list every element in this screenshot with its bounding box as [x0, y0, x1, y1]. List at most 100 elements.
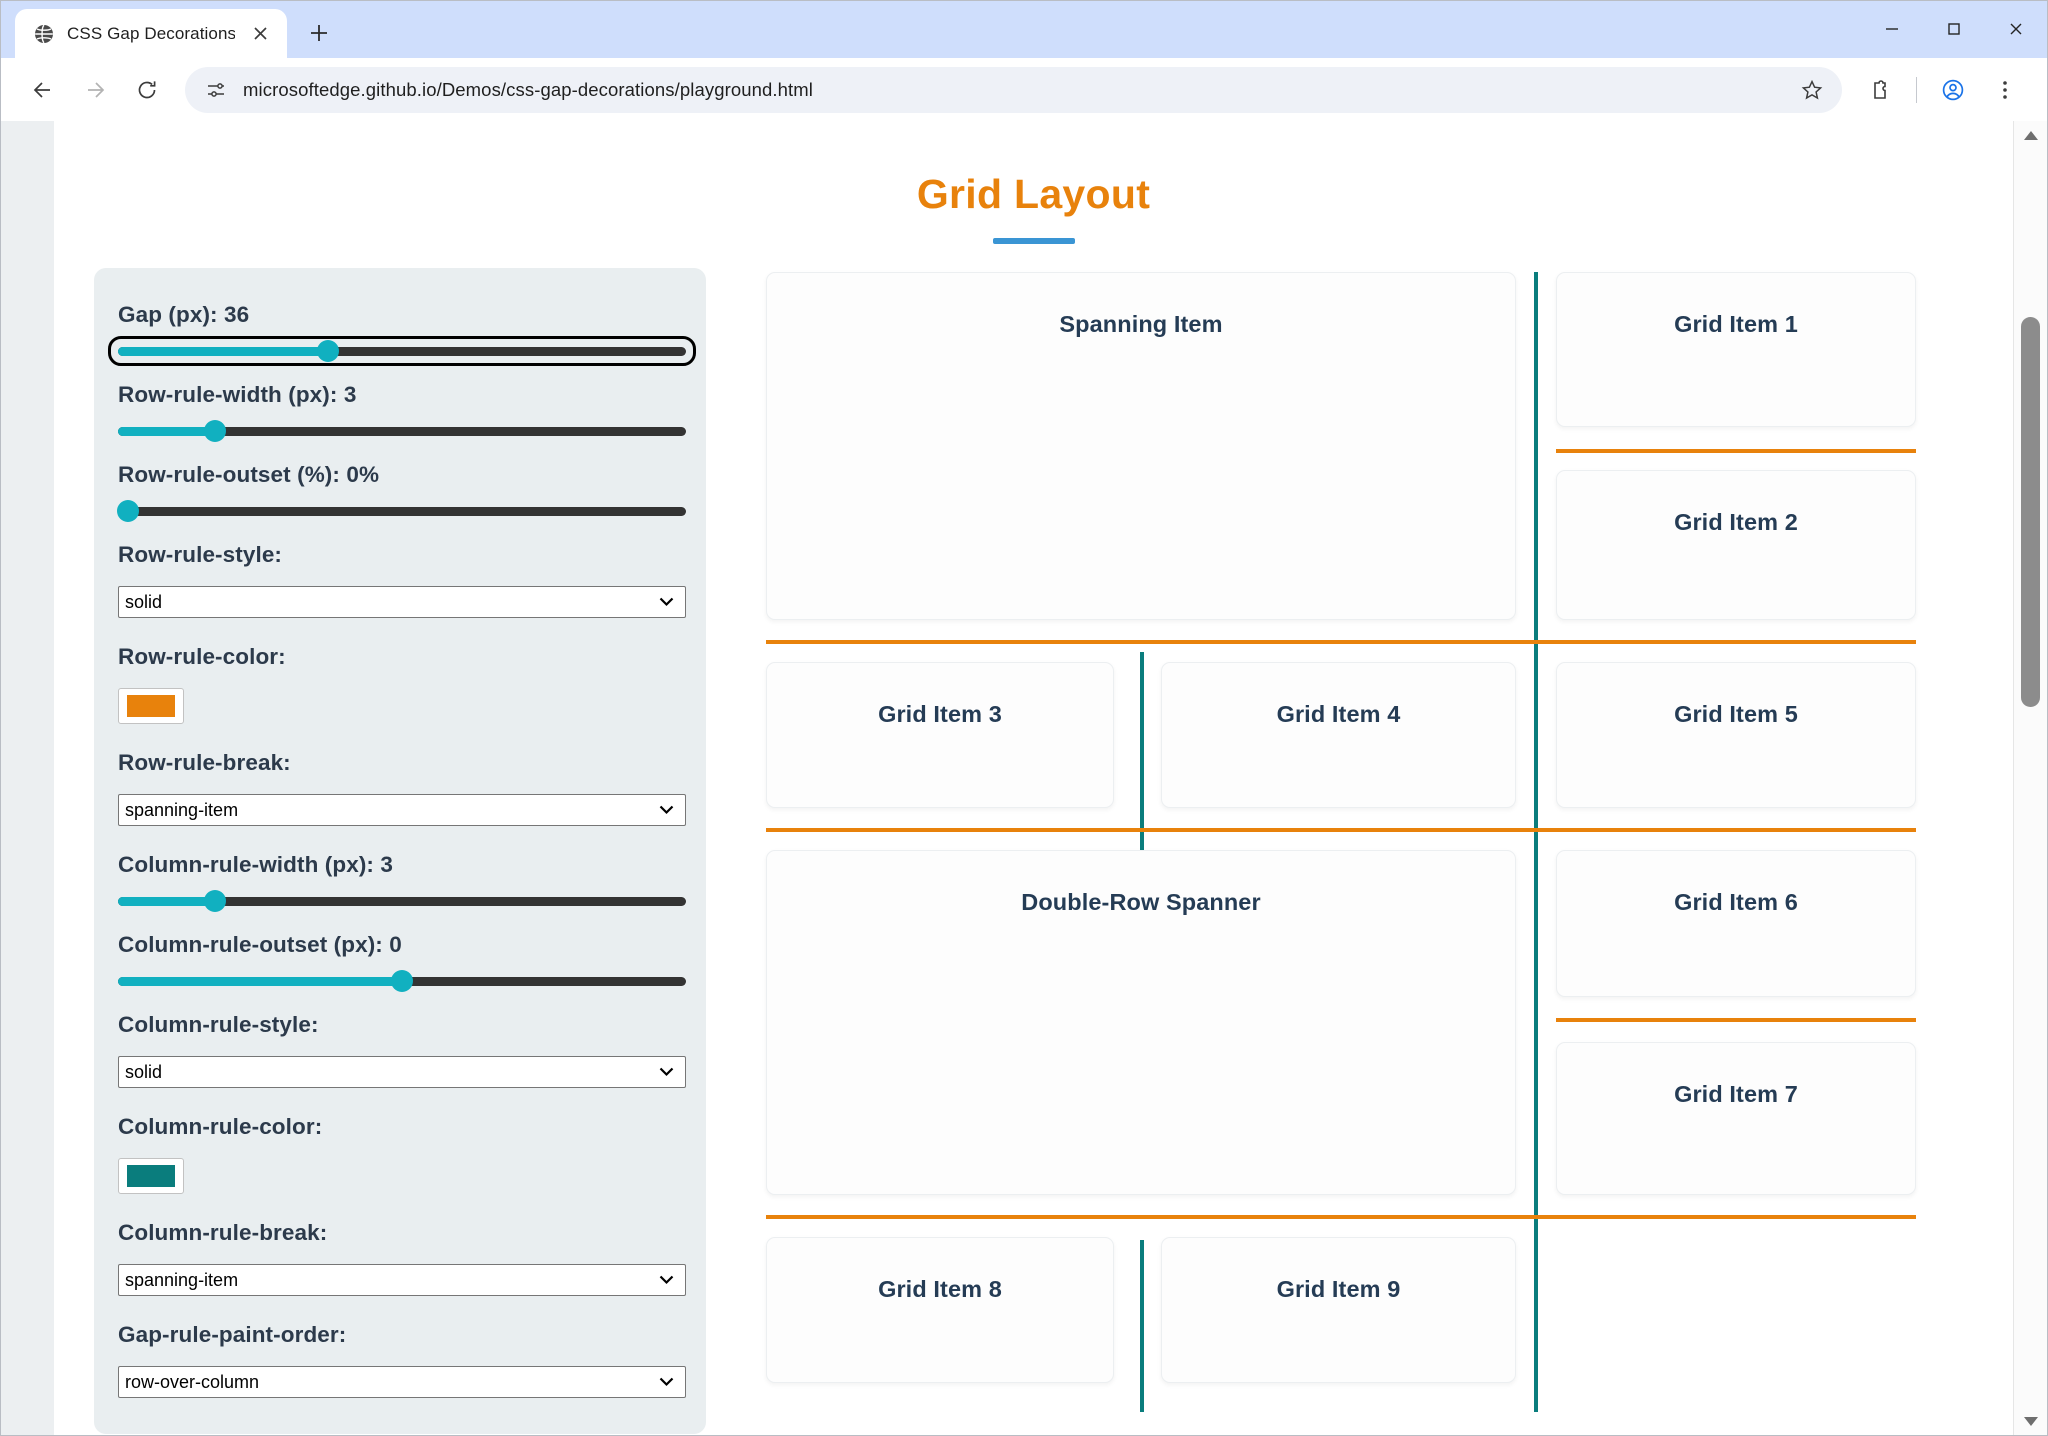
slider-fill [118, 897, 215, 906]
control-label: Row-rule-style: [118, 542, 283, 567]
control-label: Row-rule-break: [118, 750, 291, 775]
column-rule-width-slider[interactable] [118, 890, 686, 912]
slider-thumb[interactable] [317, 340, 340, 362]
row-rule-color-picker[interactable] [118, 688, 184, 724]
control-label: Row-rule-outset (%): 0% [118, 462, 380, 487]
slider-fill [118, 427, 215, 436]
row-rule-item6-item7 [1556, 1018, 1916, 1022]
back-arrow-icon[interactable] [19, 66, 67, 114]
page-scrollbar[interactable] [2013, 121, 2047, 1435]
grid-item-5[interactable]: Grid Item 5 [1556, 662, 1916, 808]
profile-avatar-icon[interactable] [1929, 66, 1977, 114]
control-row-rule-width: Row-rule-width (px): 3 [118, 382, 686, 442]
slider-track [118, 507, 686, 516]
slider-thumb[interactable] [117, 500, 139, 522]
control-gap-rule-paint-order: Gap-rule-paint-order: row-over-column [118, 1322, 686, 1398]
row-rule-style-select-wrap: solid [118, 586, 686, 618]
color-swatch [127, 1165, 175, 1187]
column-rule-color-picker[interactable] [118, 1158, 184, 1194]
grid-item-7[interactable]: Grid Item 7 [1556, 1042, 1916, 1195]
row-rule-style-select[interactable]: solid [118, 586, 686, 618]
grid-item-8[interactable]: Grid Item 8 [766, 1237, 1114, 1383]
row-rule-break-select[interactable]: spanning-item [118, 794, 686, 826]
slider-track [118, 427, 686, 436]
scroll-up-arrow-icon[interactable] [2014, 121, 2047, 149]
tab-strip: CSS Gap Decorations playgroun [1, 1, 2047, 58]
url-text: microsoftedge.github.io/Demos/css-gap-de… [243, 78, 814, 100]
window-controls [1861, 1, 2047, 56]
address-bar[interactable]: microsoftedge.github.io/Demos/css-gap-de… [185, 66, 1842, 113]
control-label: Row-rule-color: [118, 644, 286, 669]
control-label: Gap (px): 36 [118, 302, 250, 327]
spanning-item[interactable]: Spanning Item [766, 272, 1516, 620]
slider-track [118, 347, 686, 356]
scrollbar-thumb[interactable] [2021, 317, 2040, 707]
column-rule-right [1534, 272, 1538, 1412]
control-label: Column-rule-width (px): 3 [118, 852, 393, 877]
row-rule-width-slider[interactable] [118, 420, 686, 442]
grid-item-3[interactable]: Grid Item 3 [766, 662, 1114, 808]
slider-fill [118, 977, 402, 986]
control-column-rule-style: Column-rule-style: solid [118, 1012, 686, 1088]
color-swatch [127, 695, 175, 717]
gap-slider[interactable] [108, 336, 696, 366]
maximize-icon[interactable] [1923, 1, 1985, 56]
control-gap: Gap (px): 36 [108, 302, 696, 366]
web-page: Grid Layout Gap (px): 36 [54, 121, 2013, 1435]
window-close-icon[interactable] [1985, 1, 2047, 56]
column-rule-break-select-wrap: spanning-item [118, 1264, 686, 1296]
slider-thumb[interactable] [203, 890, 226, 912]
column-rule-break-select[interactable]: spanning-item [118, 1264, 686, 1296]
slider-thumb[interactable] [203, 420, 226, 442]
grid-item-1[interactable]: Grid Item 1 [1556, 272, 1916, 427]
control-label: Row-rule-width (px): 3 [118, 382, 357, 407]
double-row-spanner[interactable]: Double-Row Spanner [766, 850, 1516, 1195]
control-label: Column-rule-break: [118, 1220, 328, 1245]
control-column-rule-break: Column-rule-break: spanning-item [118, 1220, 686, 1296]
globe-icon [33, 23, 55, 45]
close-icon[interactable] [247, 21, 273, 47]
site-settings-icon[interactable] [203, 77, 229, 103]
gap-rule-paint-order-select[interactable]: row-over-column [118, 1366, 686, 1398]
browser-tab[interactable]: CSS Gap Decorations playgroun [15, 9, 287, 58]
page-viewport: Grid Layout Gap (px): 36 [1, 121, 2047, 1435]
control-label: Gap-rule-paint-order: [118, 1322, 347, 1347]
column-rule-outset-slider[interactable] [118, 970, 686, 992]
reload-icon[interactable] [123, 66, 171, 114]
grid-container: Spanning Item Grid Item 1 Grid Item 2 Gr… [766, 272, 1969, 1412]
title-underline [992, 238, 1075, 244]
minimize-icon[interactable] [1861, 1, 1923, 56]
new-tab-button[interactable] [299, 13, 339, 53]
column-rule-style-select[interactable]: solid [118, 1056, 686, 1088]
scroll-down-arrow-icon[interactable] [2014, 1407, 2047, 1435]
forward-arrow-icon[interactable] [71, 66, 119, 114]
grid-item-2[interactable]: Grid Item 2 [1556, 470, 1916, 620]
control-label: Column-rule-outset (px): 0 [118, 932, 402, 957]
row-rule-item1-item2 [1556, 449, 1916, 453]
browser-toolbar: microsoftedge.github.io/Demos/css-gap-de… [1, 58, 2047, 121]
extensions-puzzle-icon[interactable] [1856, 66, 1904, 114]
toolbar-divider [1916, 76, 1917, 103]
control-column-rule-outset: Column-rule-outset (px): 0 [118, 932, 686, 992]
slider-track [118, 897, 686, 906]
grid-item-9[interactable]: Grid Item 9 [1161, 1237, 1516, 1383]
control-column-rule-width: Column-rule-width (px): 3 [118, 852, 686, 912]
slider-thumb[interactable] [391, 970, 413, 992]
star-icon[interactable] [1792, 70, 1832, 110]
row-rule-outset-slider[interactable] [117, 500, 686, 522]
three-dot-menu-icon[interactable] [1981, 66, 2029, 114]
grid-item-6[interactable]: Grid Item 6 [1556, 850, 1916, 997]
control-row-rule-break: Row-rule-break: spanning-item [118, 750, 686, 826]
tab-title: CSS Gap Decorations playgroun [67, 23, 235, 43]
row-rule-row3-row4 [766, 1215, 1916, 1219]
row-rule-row1-row2 [766, 640, 1916, 644]
controls-panel: Gap (px): 36 Row-rule-width (px): 3 [94, 268, 706, 1434]
gap-rule-paint-order-select-wrap: row-over-column [118, 1366, 686, 1398]
control-column-rule-color: Column-rule-color: [118, 1114, 678, 1194]
page-title: Grid Layout [916, 171, 1151, 217]
control-row-rule-color: Row-rule-color: [118, 644, 678, 724]
control-row-rule-style: Row-rule-style: solid [118, 542, 686, 618]
column-rule-mid-left-b [1140, 1240, 1144, 1412]
grid-item-4[interactable]: Grid Item 4 [1161, 662, 1516, 808]
